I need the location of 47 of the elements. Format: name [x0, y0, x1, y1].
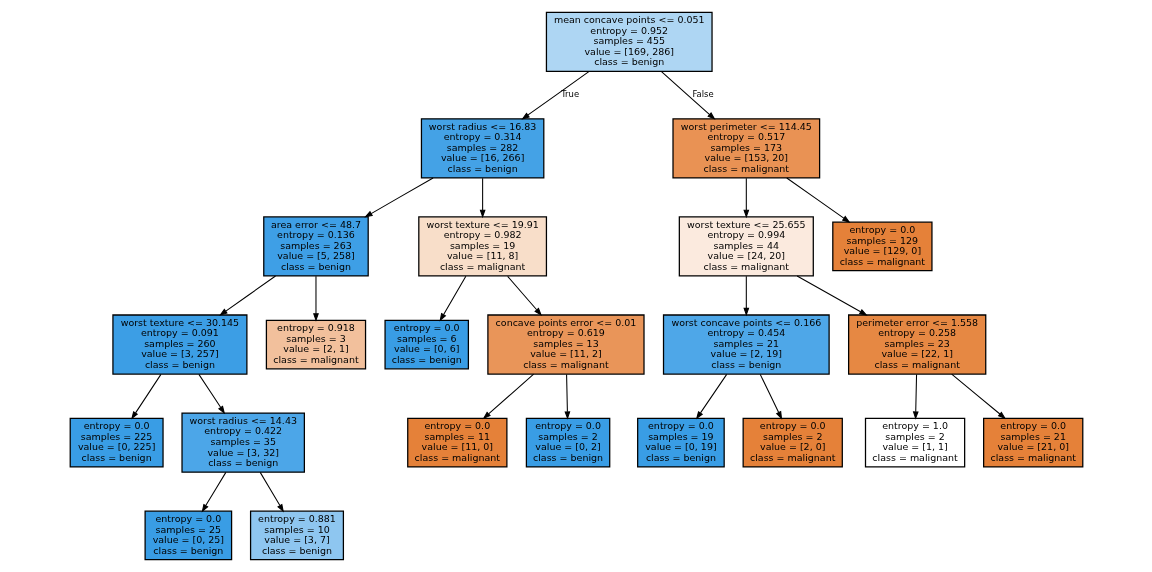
node-box: worst texture <= 25.655 entropy = 0.994 samples = 44 value = [24, 20] class = malignant	[678, 216, 814, 277]
edge-label: False	[692, 89, 714, 100]
node-box: worst radius <= 16.83 entropy = 0.314 samples = 282 value = [16, 266] class = benign	[420, 118, 544, 179]
edge-label: True	[560, 89, 579, 100]
arrow	[439, 275, 466, 322]
node-box: entropy = 0.0 samples = 25 value = [0, 25] class = benign	[143, 510, 232, 561]
arrow	[785, 177, 850, 223]
node-box: worst perimeter <= 114.45 entropy = 0.517 samples = 173 value = [153, 20] class = malignant	[671, 118, 820, 179]
node-box: entropy = 0.0 samples = 2 value = [2, 0] class = malignant	[742, 417, 843, 468]
arrow	[479, 177, 486, 219]
node-box: entropy = 0.0 samples = 225 value = [0, 225] class = benign	[69, 417, 164, 468]
arrow	[950, 373, 1006, 420]
node-box: area error <= 48.7 entropy = 0.136 samples = 263 value = [5, 258] class = benign	[262, 216, 369, 277]
node-box: worst texture <= 19.91 entropy = 0.982 samples = 19 value = [11, 8] class = malignant	[417, 216, 547, 277]
arrow	[563, 373, 570, 420]
node-box: worst texture <= 30.145 entropy = 0.091 samples = 260 value = [3, 257] class = benign	[111, 314, 248, 375]
node-box: entropy = 0.918 samples = 3 value = [2, 1] class = malignant	[265, 319, 366, 370]
node-box: entropy = 0.0 samples = 19 value = [0, 19] class = benign	[636, 417, 725, 468]
arrow	[742, 275, 749, 317]
node-box: concave points error <= 0.01 entropy = 0.619 samples = 13 value = [11, 2] class = malignant	[486, 314, 645, 375]
arrow	[520, 70, 590, 120]
arrow	[197, 373, 225, 415]
node-box: entropy = 0.881 samples = 10 value = [3, 7] class = benign	[249, 510, 344, 561]
node-box: perimeter error <= 1.558 entropy = 0.258 samples = 23 value = [22, 1] class = malignant	[847, 314, 986, 375]
arrow	[506, 275, 542, 316]
node-box: entropy = 0.0 samples = 11 value = [11, 0] class = malignant	[406, 417, 508, 468]
arrow	[912, 373, 919, 420]
node-box: entropy = 0.0 samples = 2 value = [0, 2] class = benign	[525, 417, 610, 468]
arrow	[759, 373, 782, 420]
arrow	[796, 275, 868, 316]
arrow	[482, 373, 534, 420]
arrow	[259, 471, 284, 513]
node-box: worst concave points <= 0.166 entropy = 0.454 samples = 21 value = [2, 19] class = benign	[662, 314, 830, 375]
node-box: entropy = 1.0 samples = 2 value = [1, 1] class = malignant	[864, 417, 965, 468]
node-box: mean concave points <= 0.051 entropy = 0.952 samples = 455 value = [169, 286] class = benign	[545, 11, 713, 72]
arrow	[201, 471, 226, 513]
arrow	[130, 373, 161, 420]
node-box: worst radius <= 14.43 entropy = 0.422 samples = 35 value = [3, 32] class = benign	[180, 412, 305, 473]
arrow	[660, 70, 716, 120]
node-box: entropy = 0.0 samples = 6 value = [0, 6] class = benign	[383, 319, 469, 370]
arrow	[742, 177, 749, 219]
node-box: entropy = 0.0 samples = 129 value = [129, 0] class = malignant	[831, 221, 933, 272]
node-box: entropy = 0.0 samples = 21 value = [21, 0] class = malignant	[982, 417, 1083, 468]
arrow	[363, 177, 434, 218]
arrow	[695, 373, 727, 420]
arrow	[312, 275, 319, 322]
arrow	[218, 275, 276, 316]
